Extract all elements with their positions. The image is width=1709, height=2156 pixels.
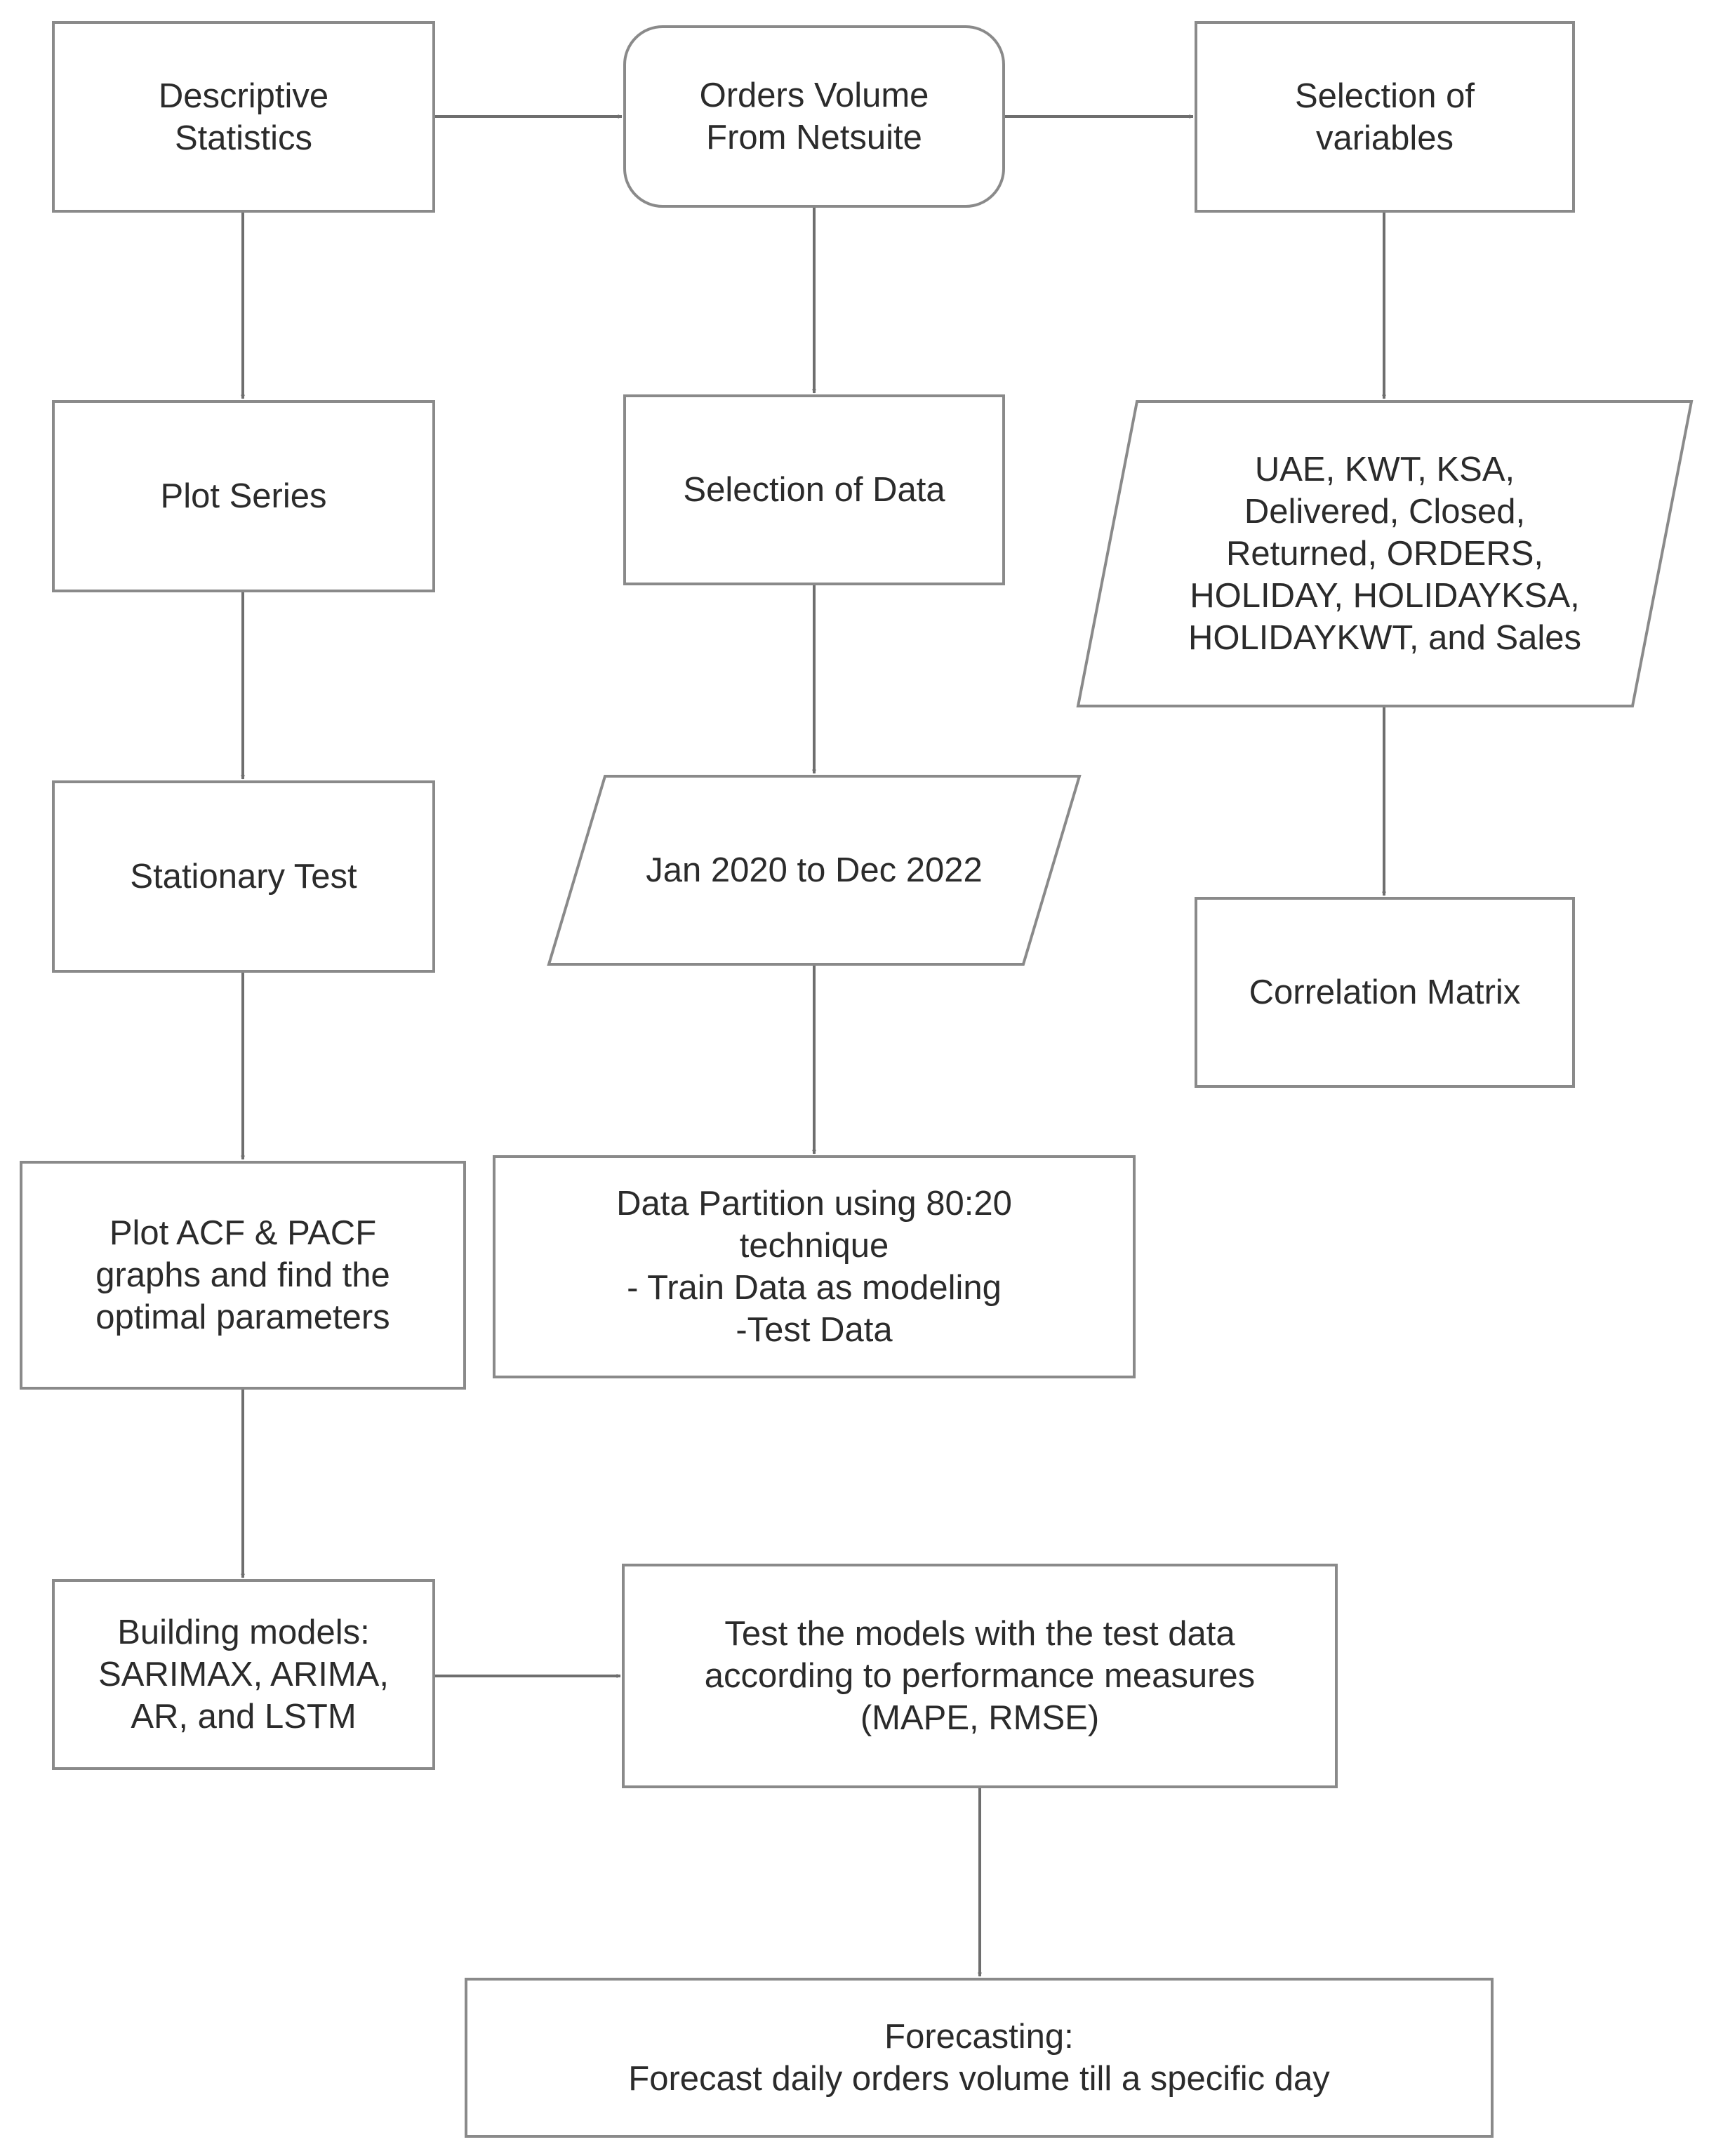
correlation-matrix-box: Correlation Matrix [1195,897,1575,1088]
variables-list-shape [1076,400,1694,707]
stationary-test-label: Stationary Test [130,858,357,896]
orders-volume-label: Orders Volume From Netsuite [699,76,929,157]
selection-of-variables-box: Selection of variables [1195,21,1575,213]
acf-pacf-box: Plot ACF & PACF graphs and find the opti… [20,1161,466,1390]
date-range-label: Jan 2020 to Dec 2022 [646,851,983,889]
selection-of-data-box: Selection of Data [623,394,1005,585]
correlation-matrix-label: Correlation Matrix [1249,973,1521,1011]
descriptive-statistics-label: Descriptive Statistics [158,76,329,157]
building-models-box: Building models: SARIMAX, ARIMA, AR, and… [52,1579,435,1770]
variables-list-label: UAE, KWT, KSA, Delivered, Closed, Return… [1188,451,1582,657]
test-models-label: Test the models with the test data accor… [704,1615,1256,1737]
date-range-parallelogram: Jan 2020 to Dec 2022 [547,775,1082,966]
stationary-test-box: Stationary Test [52,780,435,973]
data-partition-label: Data Partition using 80:20 technique - T… [616,1185,1012,1349]
data-partition-box: Data Partition using 80:20 technique - T… [493,1155,1136,1378]
selection-of-variables-label: Selection of variables [1294,76,1475,157]
test-models-box: Test the models with the test data accor… [622,1564,1338,1788]
descriptive-statistics-box: Descriptive Statistics [52,21,435,213]
forecasting-box: Forecasting: Forecast daily orders volum… [465,1978,1494,2138]
variables-list-parallelogram: UAE, KWT, KSA, Delivered, Closed, Return… [1076,400,1694,707]
selection-of-data-label: Selection of Data [683,471,945,509]
acf-pacf-label: Plot ACF & PACF graphs and find the opti… [95,1214,390,1336]
plot-series-label: Plot Series [160,477,327,515]
forecasting-label: Forecasting: Forecast daily orders volum… [628,2018,1330,2098]
orders-volume-box: Orders Volume From Netsuite [623,25,1005,208]
date-range-shape [547,775,1082,966]
building-models-label: Building models: SARIMAX, ARIMA, AR, and… [98,1613,389,1736]
plot-series-box: Plot Series [52,400,435,592]
